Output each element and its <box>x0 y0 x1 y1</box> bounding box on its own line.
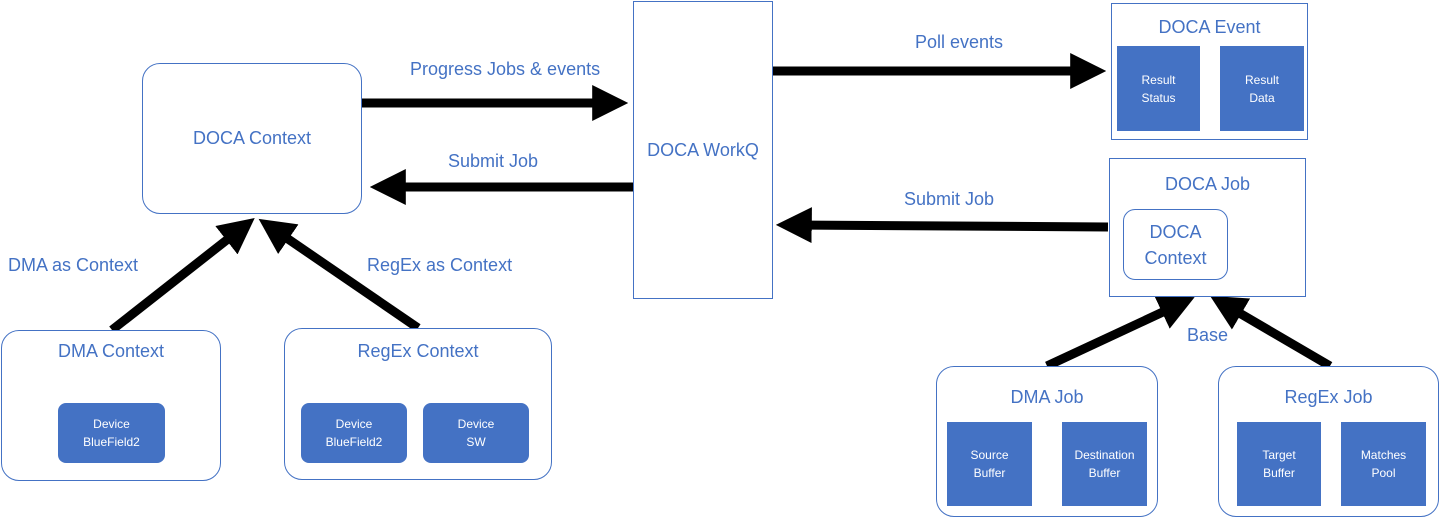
arrow-regex-as-context <box>258 218 421 332</box>
label-regex-as-context: RegEx as Context <box>367 255 513 275</box>
dma-context-title: DMA Context <box>57 341 165 361</box>
regex-context-box: RegEx Context Device BlueField2 Device S… <box>284 328 552 480</box>
regex-job-title: RegEx Job <box>1284 387 1373 407</box>
result-status-chip: Result Status <box>1117 46 1200 131</box>
destination-buffer-chip: Destination Buffer <box>1062 422 1147 506</box>
arrow-dma-as-context <box>109 217 255 334</box>
label-progress-jobs-events: Progress Jobs & events <box>410 59 601 79</box>
label-submit-job-left: Submit Job <box>448 151 539 171</box>
label-dma-as-context: DMA as Context <box>8 255 139 275</box>
doca-workq-box: DOCA WorkQ <box>633 1 773 299</box>
arrow-dma-job-base <box>1045 296 1195 371</box>
arrow-submit-job-to-workq <box>775 207 1109 244</box>
label-base: Base <box>1187 325 1229 345</box>
doca-job-inner-context: DOCA Context <box>1123 209 1228 280</box>
dma-context-box: DMA Context Device BlueField2 <box>1 330 221 481</box>
target-buffer-chip: Target Buffer <box>1237 422 1321 506</box>
doca-context-label: DOCA Context <box>192 128 312 148</box>
doca-job-box: DOCA Job DOCA Context <box>1109 158 1306 297</box>
doca-event-title: DOCA Event <box>1158 17 1261 37</box>
matches-pool-chip: Matches Pool <box>1341 422 1426 506</box>
arrow-regex-job-base <box>1210 295 1333 370</box>
dma-job-title: DMA Job <box>1010 387 1084 407</box>
device-sw-chip: Device SW <box>423 403 529 463</box>
device-bluefield2-chip: Device BlueField2 <box>58 403 165 463</box>
regex-job-box: RegEx Job Target Buffer Matches Pool <box>1218 366 1439 517</box>
dma-job-box: DMA Job Source Buffer Destination Buffer <box>936 366 1158 517</box>
doca-context-box: DOCA Context <box>142 63 362 214</box>
label-poll-events: Poll events <box>915 32 1004 52</box>
doca-job-title: DOCA Job <box>1164 174 1251 194</box>
source-buffer-chip: Source Buffer <box>947 422 1032 506</box>
regex-context-title: RegEx Context <box>357 341 479 361</box>
doca-event-box: DOCA Event Result Status Result Data <box>1111 3 1308 140</box>
label-submit-job-right: Submit Job <box>904 189 995 209</box>
device-bluefield2-chip: Device BlueField2 <box>301 403 407 463</box>
doca-workq-label: DOCA WorkQ <box>647 139 759 160</box>
result-data-chip: Result Data <box>1220 46 1304 131</box>
